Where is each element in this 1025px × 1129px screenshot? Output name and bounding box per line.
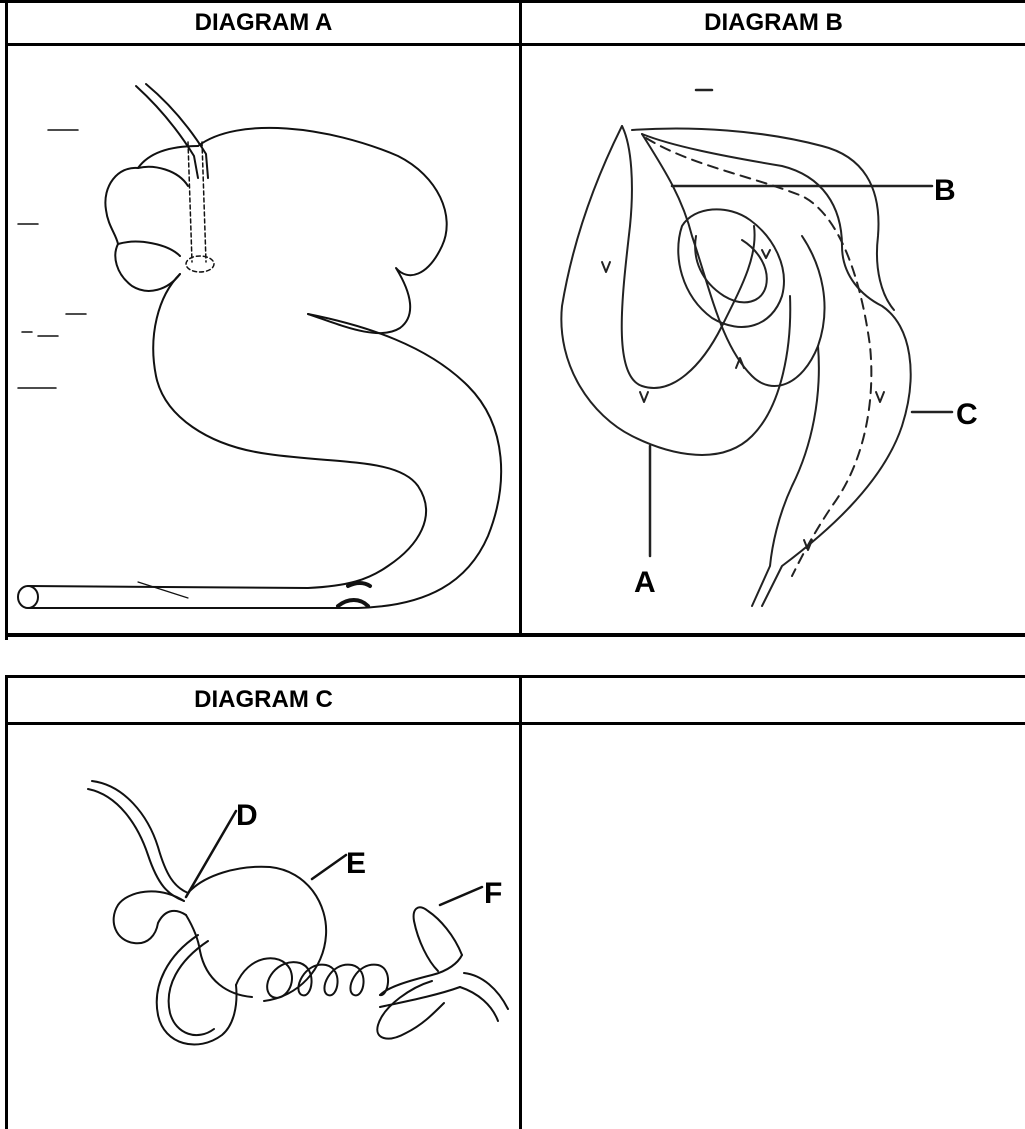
diagram-c-drawing: D E F — [8, 725, 519, 1129]
diagram-b-header: DIAGRAM B — [522, 3, 1025, 43]
diagram-c-panel: D E F — [8, 725, 519, 1129]
row1-bottom-border — [5, 633, 1025, 637]
label-f: F — [484, 877, 502, 910]
diagram-b-drawing: B C A — [522, 46, 1025, 633]
empty-header-cell — [522, 678, 1025, 722]
label-b: B — [934, 174, 956, 207]
diagram-a-header: DIAGRAM A — [8, 3, 519, 43]
label-c: C — [956, 398, 978, 431]
label-a: A — [634, 566, 656, 599]
diagram-b-panel: B C A — [522, 46, 1025, 633]
diagram-a-panel — [8, 46, 519, 633]
diagram-a-drawing — [8, 46, 519, 633]
label-e: E — [346, 847, 366, 880]
label-d: D — [236, 799, 258, 832]
diagram-c-header: DIAGRAM C — [8, 678, 519, 722]
empty-cell — [522, 725, 1025, 1129]
